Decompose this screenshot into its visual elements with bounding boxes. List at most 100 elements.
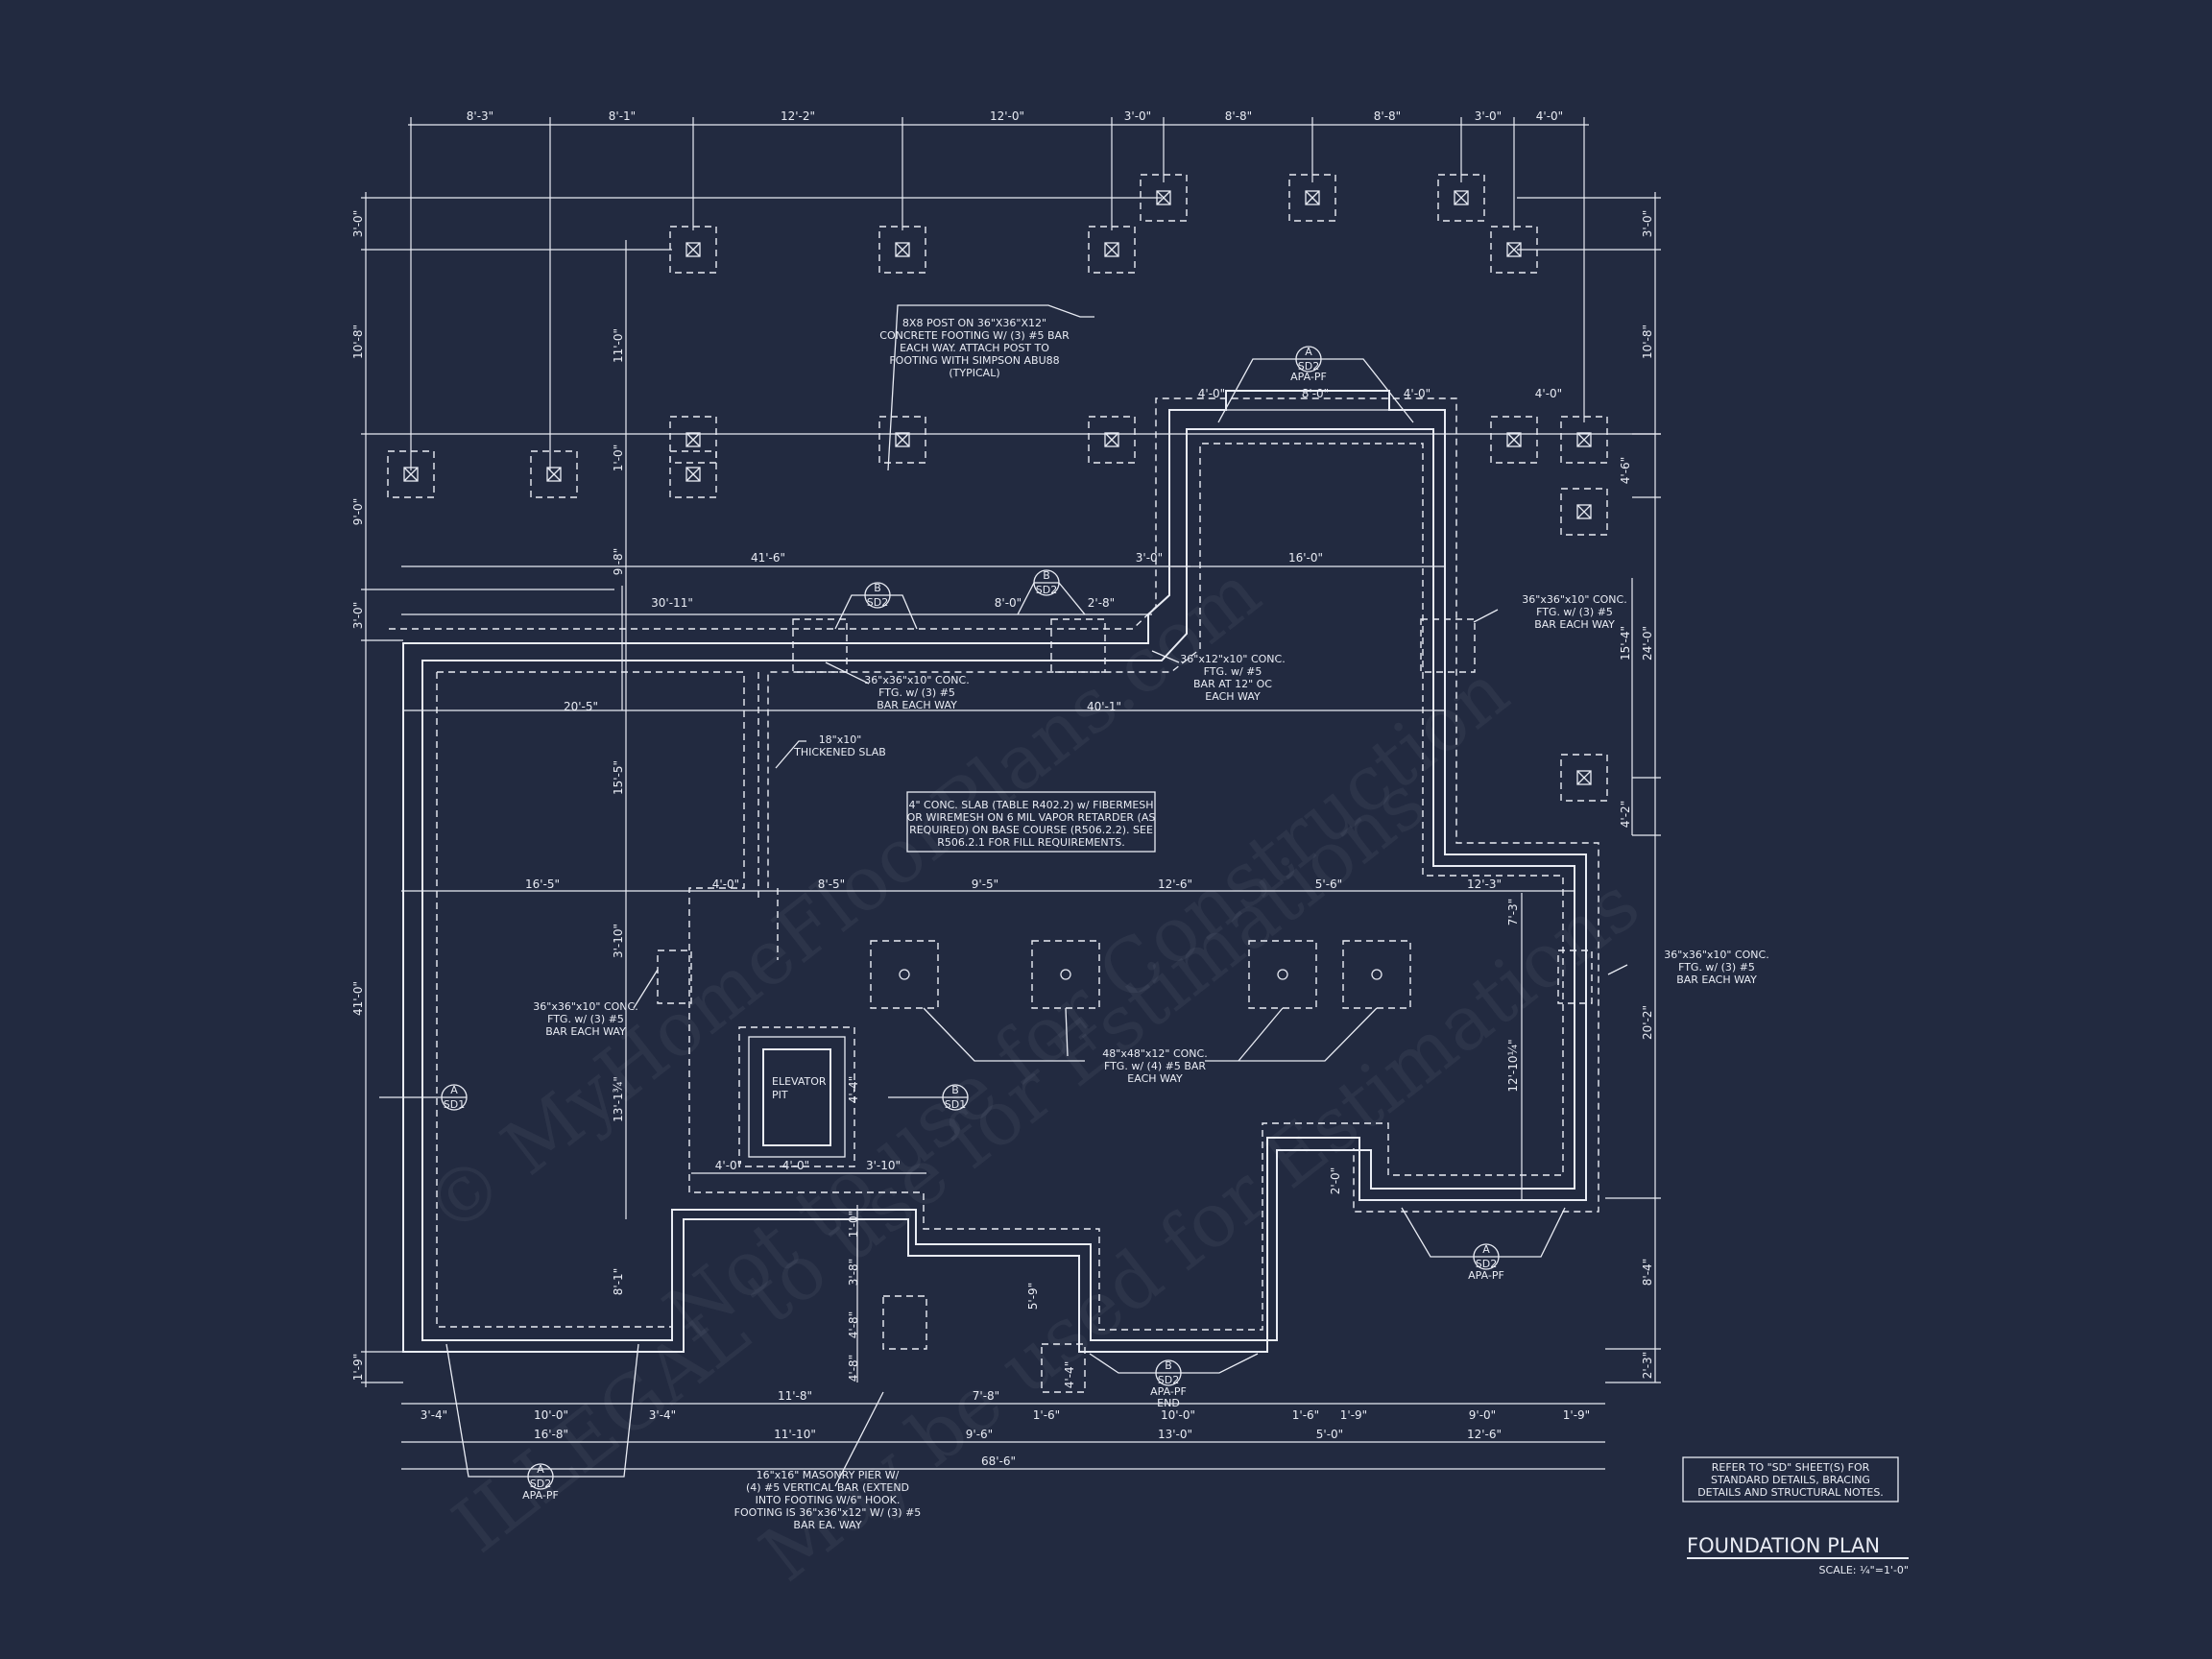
dim-3-8: 3'-8" [847,1259,860,1286]
elevator-label-2: PIT [772,1089,788,1101]
bottom-dim-r1-1: 3'-4" [421,1408,447,1422]
apa-label-1: APA-PF [1290,371,1327,383]
dim-12-10: 12'-10¼" [1506,1039,1520,1092]
pier-footing [530,450,578,498]
dim-4-0-top: 4'-0" [1198,387,1225,400]
bottom-dim-r1-3: 3'-4" [649,1408,676,1422]
svg-text:SD2: SD2 [1298,360,1319,373]
note-refer-1: REFER TO "SD" SHEET(S) FOR [1712,1461,1870,1474]
pit-dim-3: 3'-10" [866,1159,901,1172]
right-dimension-string: 3'-0" 10'-8" 4'-6" 15'-4" 24'-0" 4'-2" 2… [1517,192,1661,1383]
plan-scale: SCALE: ¼"=1'-0" [1819,1564,1909,1576]
dim-11-0: 11'-0" [612,328,625,363]
mid-dim-1: 16'-5" [525,878,560,891]
dim-30-11: 30'-11" [651,596,693,610]
right-dim-5: 24'-0" [1641,626,1654,661]
svg-text:SD1: SD1 [945,1098,966,1111]
right-dim-6: 4'-2" [1619,801,1632,828]
dim-5-9: 5'-9" [1026,1283,1040,1310]
svg-text:A: A [537,1463,544,1476]
dim-16-0: 16'-0" [1288,551,1323,565]
bottom-dim-r1-8: 1'-6" [1292,1408,1319,1422]
note-ftg-36x12-3: BAR AT 12" OC [1193,678,1272,690]
svg-text:B: B [874,582,881,594]
pier-footing [1088,416,1136,464]
top-dim-2: 8'-1" [609,109,636,123]
left-dim-5: 41'-0" [351,981,365,1016]
pier-footing [878,226,926,274]
svg-text:A: A [1482,1243,1490,1256]
note-ftg48-2: FTG. w/ (4) #5 BAR [1104,1060,1206,1072]
dim-8-1: 8'-1" [612,1268,625,1295]
note-ftg-right-2: FTG. w/ (3) #5 [1536,606,1613,618]
dim-4-8-b: 4'-8" [847,1355,860,1382]
dim-40-1: 40'-1" [1087,700,1121,713]
dim-4-8-a: 4'-8" [847,1311,860,1338]
pier-footing [1560,416,1608,464]
note-refer-3: DETAILS AND STRUCTURAL NOTES. [1697,1486,1884,1499]
refer-note-box [1682,1456,1899,1503]
apa-label-4: APA-PF [522,1489,559,1502]
pier-footing [1288,174,1336,222]
svg-text:B: B [951,1084,959,1096]
section-marker-5: B SD1 [942,1084,969,1111]
dim-4-4: 4'-4" [847,1076,860,1103]
footing-inner [437,443,1564,1331]
note-ftg-36x12-4: EACH WAY [1205,690,1261,703]
note-slab-3: REQUIRED) ON BASE COURSE (R506.2.2). SEE [909,824,1153,836]
svg-text:SD2: SD2 [867,596,888,609]
pier-footing [1560,754,1608,802]
dim-7-3: 7'-3" [1506,899,1520,926]
svg-text:SD2: SD2 [530,1478,551,1490]
section-markers: A SD2 APA-PF B SD2 B SD2 A SD1 B SD1 A S… [379,346,1566,1502]
note-ftg-a-2: FTG. w/ (3) #5 [878,686,955,699]
dim-3-10: 3'-10" [612,924,625,958]
pier-footings [387,174,1608,802]
bottom-dim-r1-10: 9'-0" [1469,1408,1496,1422]
top-dim-9: 4'-0" [1536,109,1563,123]
pier-footing [1140,174,1188,222]
apa-label-2: APA-PF [1468,1269,1504,1282]
section-marker-2: B SD2 [864,582,891,609]
left-dim-6: 1'-9" [351,1354,365,1381]
dim-4-4-b: 4'-4" [1063,1361,1076,1388]
plan-title: FOUNDATION PLAN [1687,1534,1880,1557]
pier-footing [669,416,717,464]
bottom-dim-r1-9: 1'-9" [1340,1408,1367,1422]
note-post-2: CONCRETE FOOTING W/ (3) #5 BAR [879,329,1070,342]
note-thickened-1: 18"x10" [819,733,862,746]
dim-15-5: 15'-5" [612,760,625,795]
dim-9-8: 9'-8" [612,548,625,575]
note-slab-4: R506.2.1 FOR FILL REQUIREMENTS. [937,836,1125,849]
note-masonry-5: BAR EA. WAY [793,1519,861,1531]
pier-footing [1560,488,1608,536]
svg-text:SD2: SD2 [1158,1374,1179,1386]
note-thickened-2: THICKENED SLAB [793,746,886,758]
right-dim-4: 15'-4" [1619,626,1632,661]
dim-4-0-right: 4'-0" [1535,387,1562,400]
top-dim-5: 3'-0" [1124,109,1151,123]
section-marker-1: A SD2 APA-PF [1290,346,1327,383]
right-dim-2: 10'-8" [1641,325,1654,359]
note-ftg-right-1: 36"x36"x10" CONC. [1522,593,1626,606]
mid-dim-3: 8'-5" [818,878,845,891]
right-dim-3: 4'-6" [1619,457,1632,484]
section-marker-6: A SD2 APA-PF [1468,1243,1504,1282]
pit-dim-2: 4'-0" [782,1159,809,1172]
note-masonry-4: FOOTING IS 36"x36"x12" W/ (3) #5 [734,1506,922,1519]
bottom-dim-r2-1: 16'-8" [534,1428,568,1441]
interior-dimensions: 11'-0" 9'-8" 1'-0" 41'-6" 3'-0" 16'-0" 3… [401,240,1575,1388]
section-marker-3: B SD2 [1033,569,1060,596]
mid-dim-7: 12'-3" [1467,878,1502,891]
dim-3-0: 3'-0" [1136,551,1163,565]
top-dim-1: 8'-3" [467,109,493,123]
svg-text:A: A [450,1084,458,1096]
dim-4-0-top-2: 4'-0" [1404,387,1431,400]
bottom-dimension-strings: 3'-4" 10'-0" 3'-4" 11'-8" 7'-8" 1'-6" 10… [401,1389,1605,1470]
pier-footing [669,450,717,498]
note-post-4: FOOTING WITH SIMPSON ABU88 [889,354,1059,367]
bottom-dim-r1-11: 1'-9" [1563,1408,1590,1422]
note-ftg48-3: EACH WAY [1127,1072,1183,1085]
inner-wall [421,428,1575,1341]
note-ftg-a-3: BAR EACH WAY [877,699,957,711]
